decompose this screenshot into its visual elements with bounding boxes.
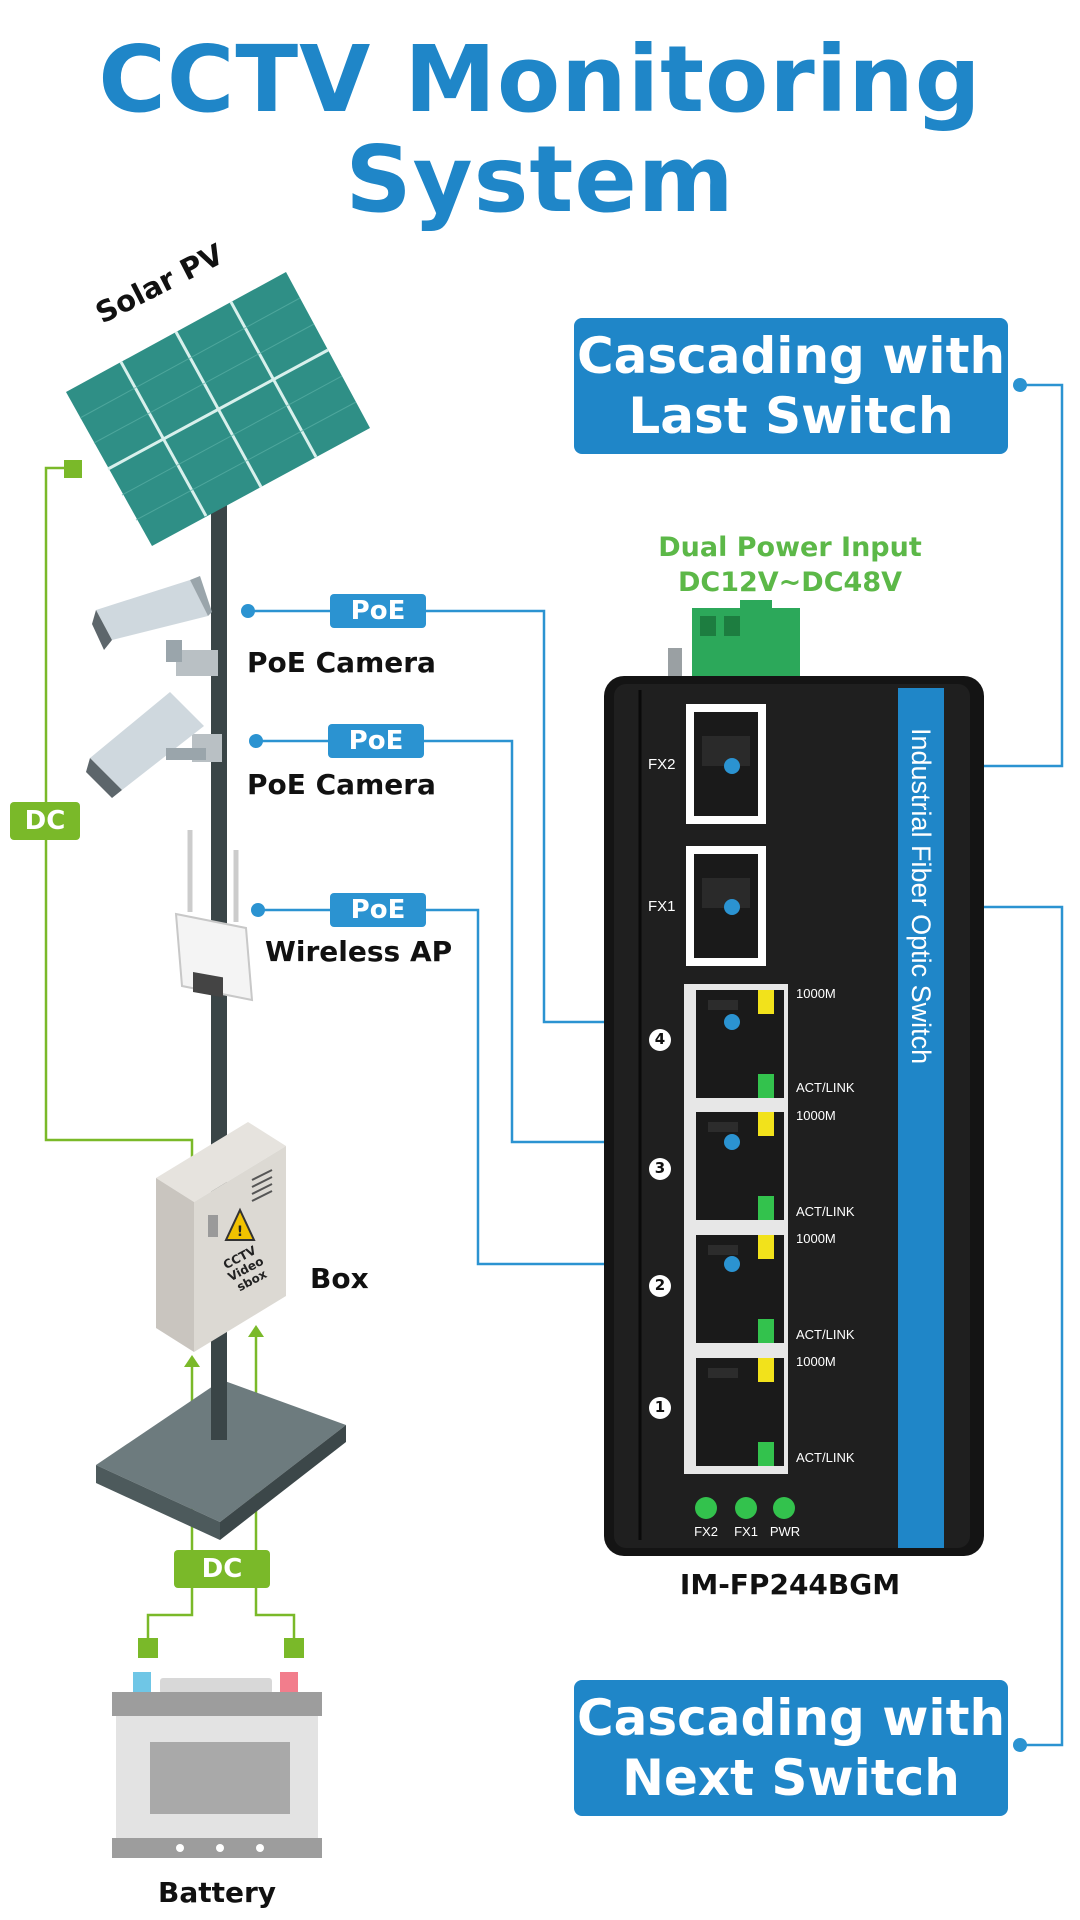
port-number-4: 4 (654, 1030, 666, 1048)
poe-tag-1: PoE (330, 594, 426, 628)
dc-tag-bottom: DC (174, 1550, 270, 1588)
poe-camera-2-label: PoE Camera (247, 768, 436, 801)
poe-tag-3: PoE (330, 893, 426, 927)
wireless-ap-graphic (174, 830, 254, 1002)
page-title-line2: System (345, 126, 735, 233)
switch-vertical-label: Industrial Fiber Optic Switch (906, 728, 936, 1065)
power-input-line1: Dual Power Input (658, 532, 922, 563)
box-graphic: ! (156, 1122, 286, 1352)
port1-speed-label: 1000M (796, 1354, 836, 1369)
power-input-line2: DC12V~DC48V (677, 567, 902, 598)
cascade-last-line2: Last Switch (628, 387, 954, 445)
led-fx1-label: FX1 (734, 1524, 758, 1539)
dc-tag-left: DC (10, 802, 80, 840)
battery-graphic (112, 1672, 322, 1858)
battery-label: Battery (158, 1876, 277, 1909)
cascade-last-line1: Cascading with (576, 327, 1006, 385)
cascade-next-line2: Next Switch (622, 1749, 960, 1807)
solar-panel-graphic (66, 272, 370, 546)
port-number-1: 1 (654, 1398, 666, 1416)
port-number-3: 3 (654, 1159, 666, 1177)
page-title: CCTV Monitoring (98, 26, 982, 133)
poe-camera-1-label: PoE Camera (247, 646, 436, 679)
port1-link-label: ACT/LINK (796, 1450, 855, 1465)
power-input-label: Dual Power Input DC12V~DC48V (630, 530, 950, 600)
port3-speed-label: 1000M (796, 1108, 836, 1123)
port2-speed-label: 1000M (796, 1231, 836, 1246)
cascade-last-box: Cascading with Last Switch (574, 318, 1008, 454)
led-fx2-label: FX2 (694, 1524, 718, 1539)
poe-tag-2: PoE (328, 724, 424, 758)
port-number-2: 2 (654, 1276, 666, 1294)
port3-link-label: ACT/LINK (796, 1204, 855, 1219)
cascade-next-box: Cascading with Next Switch (574, 1680, 1008, 1816)
switch-model-label: IM-FP244BGM (679, 1568, 901, 1601)
camera1-graphic (92, 576, 218, 676)
port2-link-label: ACT/LINK (796, 1327, 855, 1342)
box-label: Box (310, 1262, 369, 1295)
svg-text:!: ! (237, 1224, 243, 1240)
rj45-ports (696, 990, 784, 1466)
fx1-port-label: FX1 (648, 898, 676, 915)
fx2-port-label: FX2 (648, 756, 676, 773)
wireless-ap-label: Wireless AP (265, 935, 453, 968)
port4-speed-label: 1000M (796, 986, 836, 1001)
port4-link-label: ACT/LINK (796, 1080, 855, 1095)
cascade-next-line1: Cascading with (576, 1689, 1006, 1747)
camera2-graphic (86, 692, 222, 798)
pole-base (96, 1380, 346, 1522)
led-pwr-label: PWR (769, 1524, 801, 1539)
